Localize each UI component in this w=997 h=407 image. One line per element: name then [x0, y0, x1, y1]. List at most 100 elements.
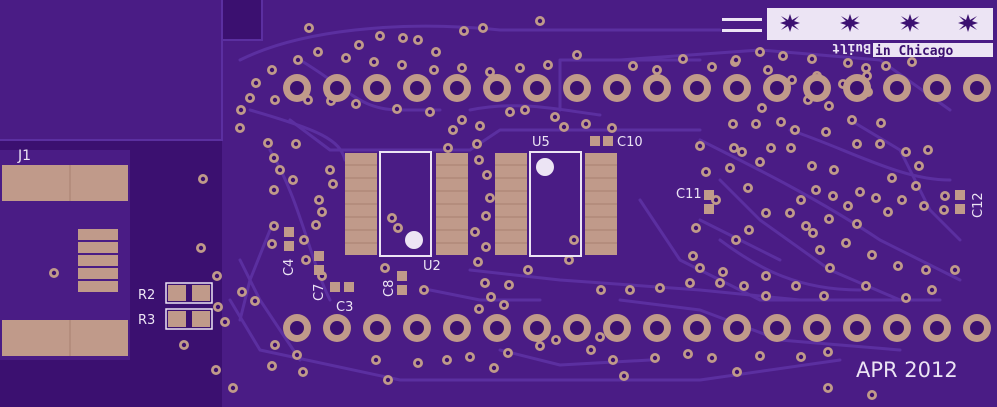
via-hole — [654, 67, 660, 73]
via-hole — [778, 119, 784, 125]
via-hole — [477, 123, 483, 129]
capacitor-c3 — [330, 282, 354, 292]
via-hole — [373, 357, 379, 363]
label-c12: C12 — [971, 192, 986, 218]
header-top-pad-hole — [650, 81, 664, 95]
header-top-pad-hole — [930, 81, 944, 95]
chip-u2 — [345, 151, 468, 257]
header-bottom-pad-hole — [530, 321, 544, 335]
via-hole — [765, 67, 771, 73]
via-hole — [271, 155, 277, 161]
via-hole — [295, 57, 301, 63]
via-hole — [877, 141, 883, 147]
via-hole — [200, 176, 206, 182]
via-hole — [942, 193, 948, 199]
via-hole — [827, 265, 833, 271]
trace — [468, 104, 602, 117]
via-hole — [759, 105, 765, 111]
via-hole — [483, 213, 489, 219]
header-top-pad-hole — [330, 81, 344, 95]
via-hole — [444, 357, 450, 363]
via-hole — [921, 203, 927, 209]
via-hole — [788, 145, 794, 151]
via-hole — [394, 106, 400, 112]
via-hole — [487, 69, 493, 75]
via-hole — [830, 193, 836, 199]
via-hole — [507, 109, 513, 115]
capacitor-c4 — [284, 227, 294, 251]
via-hole — [810, 230, 816, 236]
via-hole — [863, 283, 869, 289]
via-hole — [505, 350, 511, 356]
via-hole — [854, 221, 860, 227]
via-hole — [306, 25, 312, 31]
via-hole — [215, 304, 221, 310]
via-hole — [353, 101, 359, 107]
via-hole — [889, 175, 895, 181]
via-hole — [300, 369, 306, 375]
via-hole — [461, 28, 467, 34]
via-hole — [247, 95, 253, 101]
via-hole — [652, 355, 658, 361]
via-hole — [757, 49, 763, 55]
via-hole — [923, 267, 929, 273]
via-hole — [863, 65, 869, 71]
trace — [718, 238, 862, 292]
capacitor-c8 — [397, 271, 407, 295]
via-hole — [537, 343, 543, 349]
via-hole — [903, 149, 909, 155]
via-hole — [474, 141, 480, 147]
via-hole — [389, 215, 395, 221]
via-hole — [290, 177, 296, 183]
via-hole — [445, 145, 451, 151]
via-hole — [506, 282, 512, 288]
via-hole — [680, 56, 686, 62]
via-hole — [399, 62, 405, 68]
via-hole — [476, 157, 482, 163]
via-hole — [476, 306, 482, 312]
via-hole — [763, 210, 769, 216]
via-hole — [252, 298, 258, 304]
via-hole — [415, 360, 421, 366]
label-built: Built — [832, 40, 871, 55]
via-hole — [319, 209, 325, 215]
via-hole — [450, 127, 456, 133]
header-bottom-pad-hole — [570, 321, 584, 335]
via-hole — [789, 77, 795, 83]
via-hole — [697, 265, 703, 271]
via-hole — [487, 195, 493, 201]
via-hole — [843, 240, 849, 246]
via-hole — [864, 73, 870, 79]
via-hole — [731, 145, 737, 151]
via-hole — [385, 377, 391, 383]
via-hole — [873, 195, 879, 201]
via-hole — [303, 257, 309, 263]
label-c11: C11 — [676, 187, 702, 202]
header-top-pad-hole — [730, 81, 744, 95]
via-hole — [798, 354, 804, 360]
via-hole — [826, 103, 832, 109]
via-hole — [821, 293, 827, 299]
via-hole — [395, 225, 401, 231]
via-hole — [237, 125, 243, 131]
via-hole — [813, 187, 819, 193]
via-hole — [427, 109, 433, 115]
via-hole — [271, 187, 277, 193]
label-c3: C3 — [336, 300, 353, 315]
via-hole — [733, 57, 739, 63]
header-top-pad-hole — [810, 81, 824, 95]
via-hole — [583, 121, 589, 127]
trace — [238, 24, 722, 62]
via-hole — [909, 59, 915, 65]
via-hole — [467, 354, 473, 360]
via-hole — [472, 229, 478, 235]
via-hole — [787, 210, 793, 216]
header-top-pad-hole — [570, 81, 584, 95]
via-hole — [780, 53, 786, 59]
via-hole — [213, 367, 219, 373]
via-hole — [713, 197, 719, 203]
header-top-pad-hole — [690, 81, 704, 95]
logo-box — [722, 8, 993, 57]
header-bottom-pad-hole — [370, 321, 384, 335]
via-hole — [746, 227, 752, 233]
